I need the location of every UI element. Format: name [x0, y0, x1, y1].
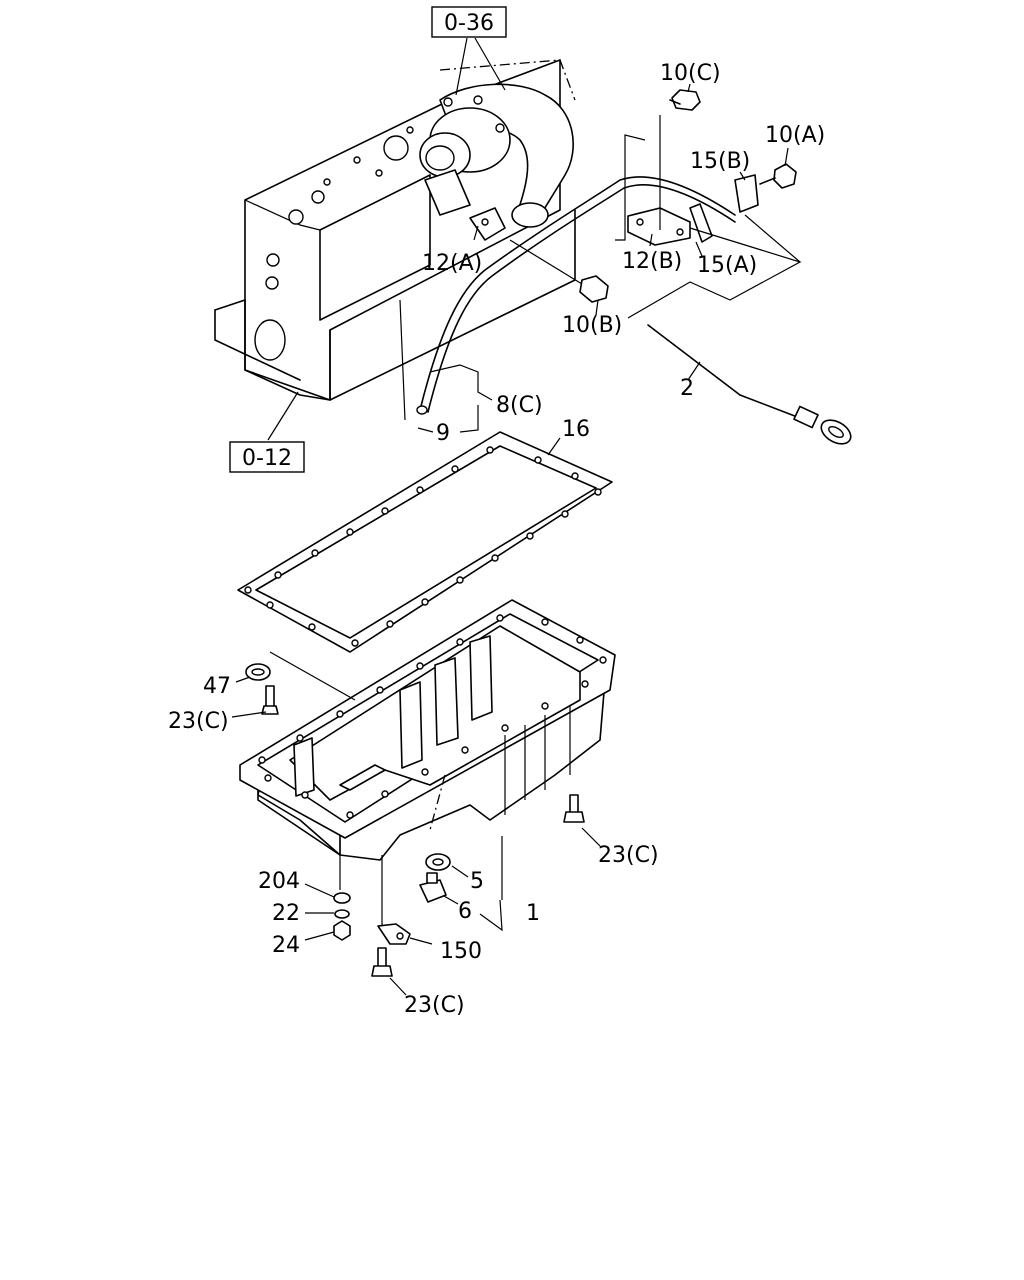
oil-pan-flange-holes [258, 614, 607, 819]
turbocharger [419, 83, 574, 228]
oil-pan [239, 599, 616, 861]
callout-8c: 8(C) [496, 393, 543, 418]
oil-pan-gasket [237, 431, 613, 653]
dipstick [647, 324, 852, 445]
callout-10b: 10(B) [562, 313, 622, 338]
callout-150: 150 [440, 939, 482, 964]
bolt-23c-left [261, 685, 279, 715]
bracket-15b [734, 174, 759, 213]
ref-box-top: 0-36 [431, 6, 507, 38]
gasket-holes [244, 446, 602, 647]
drain-plug-6 [419, 872, 447, 903]
callout-23c-left: 23(C) [168, 709, 229, 734]
callout-5: 5 [470, 869, 484, 894]
nut-24 [333, 920, 351, 941]
bracket-150 [377, 923, 411, 945]
bolt-10a [759, 163, 797, 189]
bolt-23c-right [563, 794, 585, 823]
ref-box-block: 0-12 [229, 441, 305, 473]
gasket-5 [425, 853, 451, 871]
ref-label-block: 0-12 [242, 446, 292, 471]
callout-24: 24 [272, 933, 300, 958]
bolt-10c [669, 89, 701, 111]
washer-22 [334, 909, 350, 919]
callout-22: 22 [272, 901, 300, 926]
callout-23c-right: 23(C) [598, 843, 659, 868]
dipstick-guide-tube [416, 176, 736, 415]
stud-lines [339, 840, 383, 925]
callout-10c: 10(C) [660, 61, 721, 86]
callout-12a: 12(A) [422, 251, 482, 276]
bracket-12a [469, 207, 506, 241]
callout-16: 16 [562, 417, 590, 442]
washer-47 [245, 663, 271, 681]
bracket-12b [627, 207, 691, 246]
leader-lines [231, 37, 789, 996]
callout-labels: 10(C) 10(A) 15(B) 12(A) 12(B) 15(A) 10(B… [168, 61, 825, 1018]
callout-15a: 15(A) [697, 253, 757, 278]
bolt-23c-bottom [371, 947, 393, 977]
callout-12b: 12(B) [622, 249, 682, 274]
ref-label-top: 0-36 [444, 11, 494, 36]
washer-204 [333, 892, 351, 904]
callout-1: 1 [526, 901, 540, 926]
bracket-15a [689, 203, 713, 243]
bolt-10b [509, 239, 609, 303]
callout-6: 6 [458, 899, 472, 924]
reference-lines [399, 115, 802, 421]
callout-2: 2 [680, 376, 694, 401]
callout-204: 204 [258, 869, 300, 894]
callout-10a: 10(A) [765, 123, 825, 148]
callout-9: 9 [436, 421, 450, 446]
callout-15b: 15(B) [690, 149, 750, 174]
callout-47: 47 [203, 674, 231, 699]
callout-23c-bottom: 23(C) [404, 993, 465, 1018]
